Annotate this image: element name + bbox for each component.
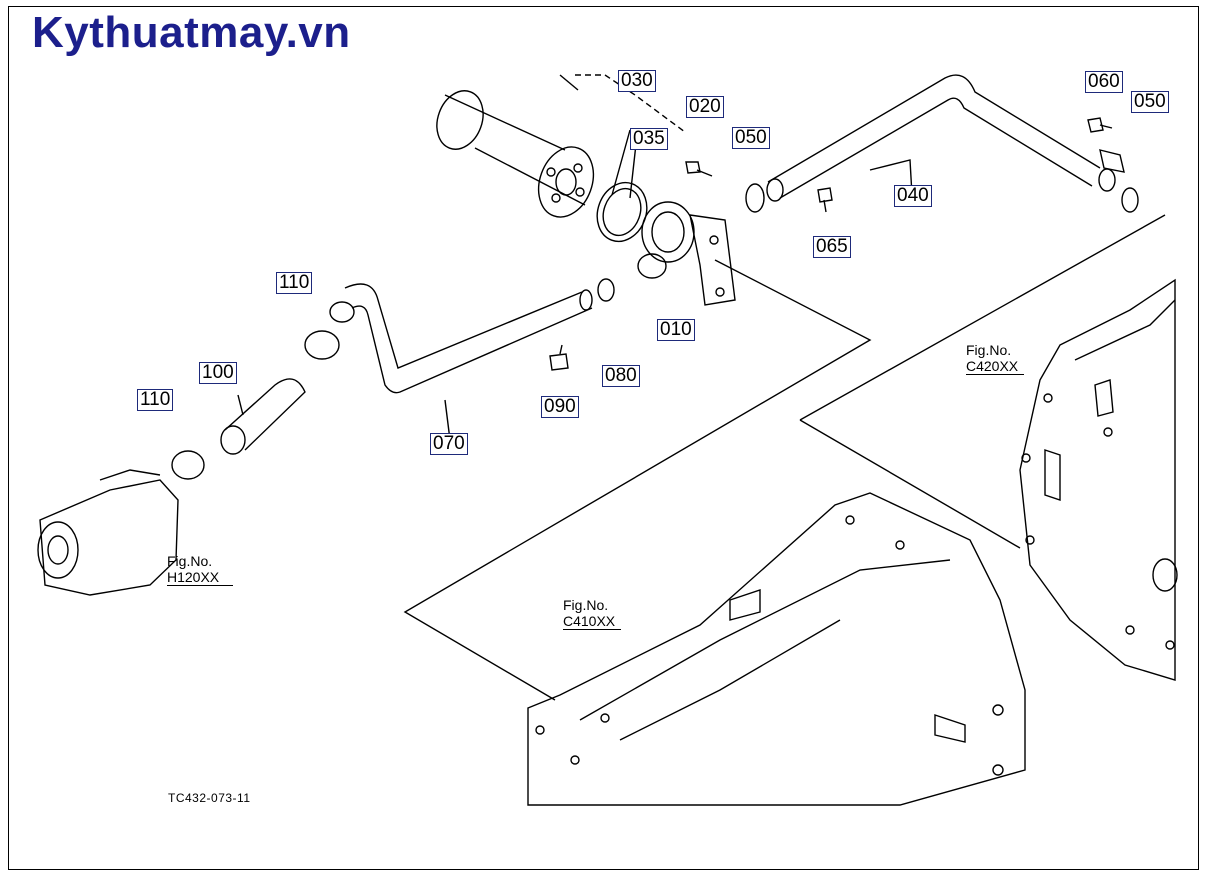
pipe-040: [767, 74, 1101, 199]
transmission-case-c410: [527, 492, 1026, 806]
figure-ref-c420[interactable]: Fig.No. C420XX: [966, 342, 1025, 375]
part-label-090[interactable]: 090: [541, 396, 579, 418]
part-label-110-lower[interactable]: 110: [137, 389, 174, 411]
figure-ref-number: H120XX: [167, 569, 234, 586]
drawing-number: TC432-073-11: [168, 791, 251, 805]
figure-ref-label: Fig.No.: [167, 553, 213, 569]
part-label-035[interactable]: 035: [630, 128, 668, 150]
part-label-040[interactable]: 040: [894, 185, 932, 207]
transmission-case-c420: [1019, 278, 1178, 681]
figure-ref-c410[interactable]: Fig.No. C410XX: [563, 597, 622, 630]
part-label-050-left[interactable]: 050: [732, 127, 770, 149]
figure-ref-h120[interactable]: Fig.No. H120XX: [167, 553, 234, 586]
drawing-frame: [8, 6, 1199, 870]
part-label-100[interactable]: 100: [199, 362, 237, 384]
part-label-030[interactable]: 030: [618, 70, 656, 92]
hose-100: [224, 378, 306, 451]
part-label-020[interactable]: 020: [686, 96, 724, 118]
pipe-070: [344, 283, 593, 394]
part-label-050-right[interactable]: 050: [1131, 91, 1169, 113]
part-label-110-upper[interactable]: 110: [276, 272, 313, 294]
part-label-080[interactable]: 080: [602, 365, 640, 387]
figure-ref-number: C420XX: [966, 358, 1025, 375]
hydraulic-pump: [37, 469, 179, 596]
figure-ref-label: Fig.No.: [563, 597, 609, 613]
part-label-010[interactable]: 010: [657, 319, 695, 341]
oil-filter-cartridge: [436, 90, 595, 218]
watermark-logo: Kythuatmay.vn: [32, 8, 351, 57]
part-label-070[interactable]: 070: [430, 433, 468, 455]
part-label-065[interactable]: 065: [813, 236, 851, 258]
filter-head-bracket: [637, 201, 736, 306]
figure-ref-number: C410XX: [563, 613, 622, 630]
figure-ref-label: Fig.No.: [966, 342, 1012, 358]
part-label-060[interactable]: 060: [1085, 71, 1123, 93]
